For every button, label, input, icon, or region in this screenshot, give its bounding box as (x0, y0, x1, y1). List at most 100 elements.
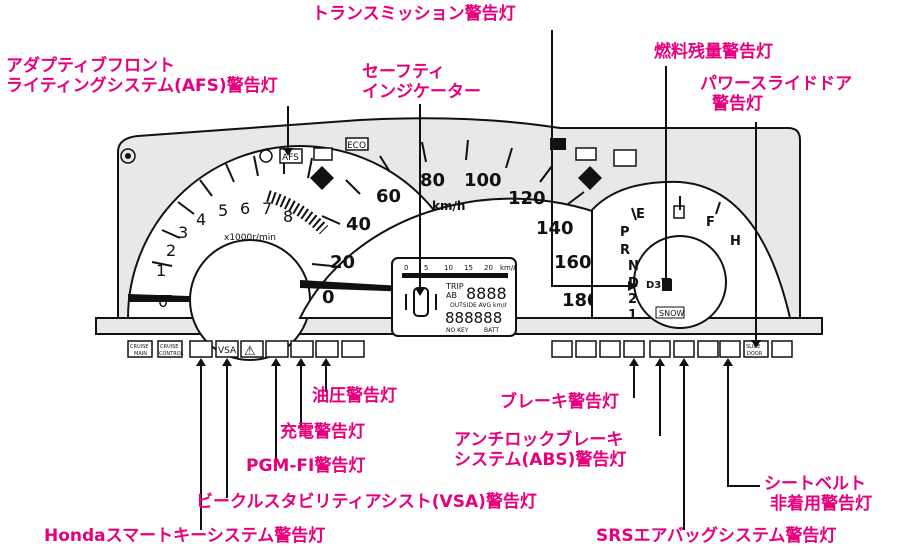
arrowhead (628, 281, 638, 291)
lcd-scale-label: 5 (424, 264, 428, 272)
callout-power-slide-line2: 警告灯 (712, 94, 763, 114)
snow-indicator: SNOW (659, 309, 684, 318)
gear-indicator-r: R (620, 243, 630, 258)
speedometer-tick-label: 80 (420, 170, 445, 191)
callout-afs-line2: ライティングシステム(AFS)警告灯 (6, 76, 278, 96)
fuel-pump-icon (673, 205, 685, 219)
callout-pgm-fi: PGM-FI警告灯 (246, 456, 365, 476)
speedometer-tick-label: 60 (376, 186, 401, 207)
callout-vsa-text: ビークルスタビリティアシスト(VSA)警告灯 (196, 492, 537, 512)
turn-signal-left-icon (310, 166, 334, 190)
speedometer-tick-label: 100 (464, 170, 502, 191)
lcd-scale-label: 10 (444, 264, 453, 272)
callout-abs-line1: アンチロックブレーキ (454, 430, 624, 450)
callout-pgm-fi-text: PGM-FI警告灯 (246, 456, 366, 476)
gear-indicator-2: 2 (628, 292, 637, 307)
arrowhead (296, 358, 306, 366)
cruise-control-label: CRUISE (160, 344, 178, 350)
fuel-gauge-full-label: F (706, 215, 715, 230)
tachometer-tick-label: 4 (196, 210, 206, 229)
lcd-trip-label: TRIP (445, 282, 464, 291)
leader-line-transmission (551, 30, 628, 287)
arrowhead (196, 358, 206, 366)
slide-door-label: DOOR (747, 351, 763, 357)
cruise-main-label: MAIN (134, 351, 147, 357)
afs-indicator-label: AFS (282, 153, 299, 163)
speedometer-tick-label: 160 (554, 252, 592, 273)
arrowhead (271, 358, 281, 366)
lcd-scale-label: 15 (464, 264, 473, 272)
pgm-fi-warning-icon (265, 340, 289, 358)
arrowhead (321, 358, 331, 366)
fuel-gauge-empty-label: E (636, 207, 645, 222)
tachometer-tick-label: 8 (283, 207, 293, 226)
temp-gauge-hot-label: H (730, 234, 741, 249)
cruise-main-label: CRUISE (130, 344, 148, 350)
cruise-control-label: CONTROL (159, 351, 184, 357)
eco-indicator-frame (345, 137, 369, 151)
callout-safety-line1: セーフティ (362, 62, 445, 82)
fog-light-indicator-icon (313, 147, 333, 161)
parking-indicator-icon (341, 340, 365, 358)
arrowhead (222, 358, 232, 366)
smart-key-warning-icon (189, 340, 213, 358)
brake-warning-icon (623, 340, 645, 358)
arrowhead (679, 358, 689, 366)
arrowhead (415, 288, 425, 296)
callout-honda-smart-key-text: Hondaスマートキーシステム警告灯 (44, 526, 326, 546)
speedometer-tick-label: 20 (330, 252, 355, 273)
callout-afs: アダプティブフロント ライティングシステム(AFS)警告灯 (6, 56, 278, 96)
callout-abs-line2: システム(ABS)警告灯 (454, 450, 627, 470)
fuel-gauge-hub (633, 235, 727, 329)
tachometer-redzone (266, 190, 329, 235)
triangle-warning-icon: ⚠ (244, 344, 256, 359)
blank-indicator (575, 340, 597, 358)
leader-arrowheads (196, 148, 761, 366)
leader-line-seatbelt (727, 360, 760, 487)
arrowhead (655, 358, 665, 366)
abs-warning-icon (649, 340, 671, 358)
callout-brake-text: ブレーキ警告灯 (500, 392, 619, 412)
speedometer-unit: km/h (432, 199, 465, 213)
d3-indicator: D3 (646, 280, 661, 291)
fuel-gauge-ticks (631, 196, 721, 221)
arrowhead (751, 340, 761, 348)
slide-door-label: SLIDE (746, 344, 760, 350)
callout-oil-pressure-text: 油圧警告灯 (312, 386, 397, 406)
speedometer-tick-label: 120 (508, 188, 546, 209)
blank-indicator (599, 340, 621, 358)
callout-transmission-text: トランスミッション警告灯 (312, 4, 516, 24)
speedometer-tick-label: 140 (536, 218, 574, 239)
blank-indicator-frame (613, 149, 637, 167)
callout-brake: ブレーキ警告灯 (500, 392, 619, 412)
speedometer-tick-label: 0 (322, 287, 335, 308)
arrowhead (723, 358, 733, 366)
blank-indicator (551, 340, 573, 358)
speedometer-tick-label: 40 (346, 214, 371, 235)
tachometer-tick-label: 7 (262, 199, 272, 218)
callout-srs-airbag: SRSエアバッグシステム警告灯 (596, 526, 836, 546)
callout-fuel: 燃料残量警告灯 (654, 42, 773, 62)
vsa-label: VSA (218, 346, 237, 356)
gear-indicator-n: N (628, 259, 639, 274)
callout-honda-smart-key: Hondaスマートキーシステム警告灯 (44, 526, 325, 546)
low-fuel-indicator-icon (662, 279, 672, 291)
indicator-lamp-circle (259, 149, 273, 163)
tachometer-tick-label: 2 (166, 241, 176, 260)
callout-afs-line1: アダプティブフロント (6, 56, 175, 76)
turn-signal-right-icon (578, 166, 602, 190)
arrowhead (283, 148, 293, 156)
callout-power-slide-door: パワースライドドア 警告灯 (700, 74, 852, 114)
lcd-odometer: 8888 (466, 284, 507, 303)
vsa-indicator (215, 340, 239, 358)
callout-oil-pressure: 油圧警告灯 (312, 386, 397, 406)
tachometer-tick-label: 0 (158, 292, 168, 311)
callout-abs: アンチロックブレーキ システム(ABS)警告灯 (454, 430, 626, 470)
bottom-indicators (127, 340, 793, 358)
low-beam-indicator-icon (575, 147, 597, 161)
lcd-scale-label: km/ℓ (500, 264, 516, 272)
callout-charge-text: 充電警告灯 (280, 422, 365, 442)
gear-indicator-p: P (620, 225, 630, 240)
lcd-ab-label: AB (446, 291, 457, 300)
